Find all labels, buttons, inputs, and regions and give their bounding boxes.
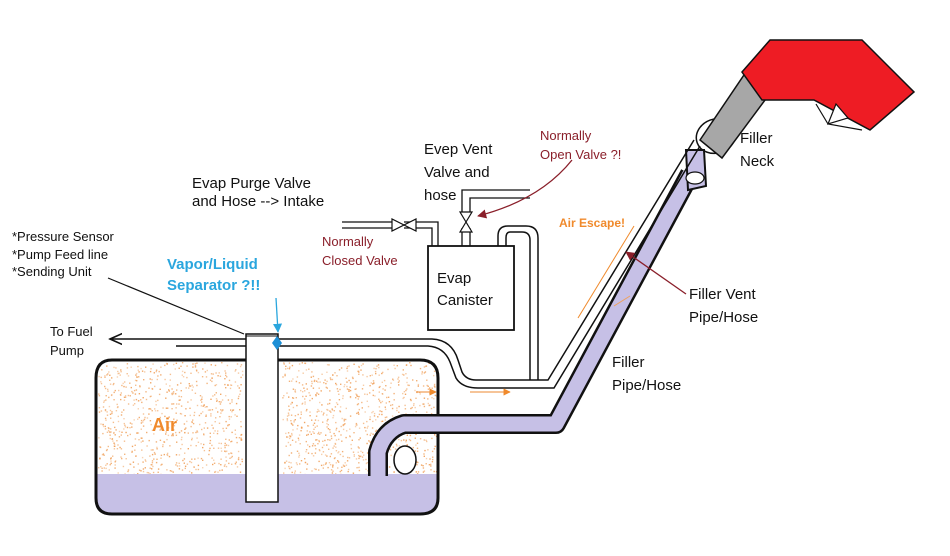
filler-neck [684, 117, 737, 192]
vent-valve [458, 211, 474, 233]
air-label: Air [152, 415, 178, 435]
separator-column [245, 333, 282, 503]
fuel-nozzle [698, 39, 916, 160]
evap-canister [342, 189, 530, 331]
purge-valve [391, 218, 417, 232]
annotation-pointers [107, 159, 687, 396]
separator-marker [272, 336, 282, 350]
vent-lines [110, 139, 701, 389]
air-escape-label: Air Escape! [559, 216, 626, 230]
filler-pipe [368, 169, 699, 476]
sensor-list-label: *Pressure Sensor*Pump Feed line*Sending … [12, 229, 114, 280]
